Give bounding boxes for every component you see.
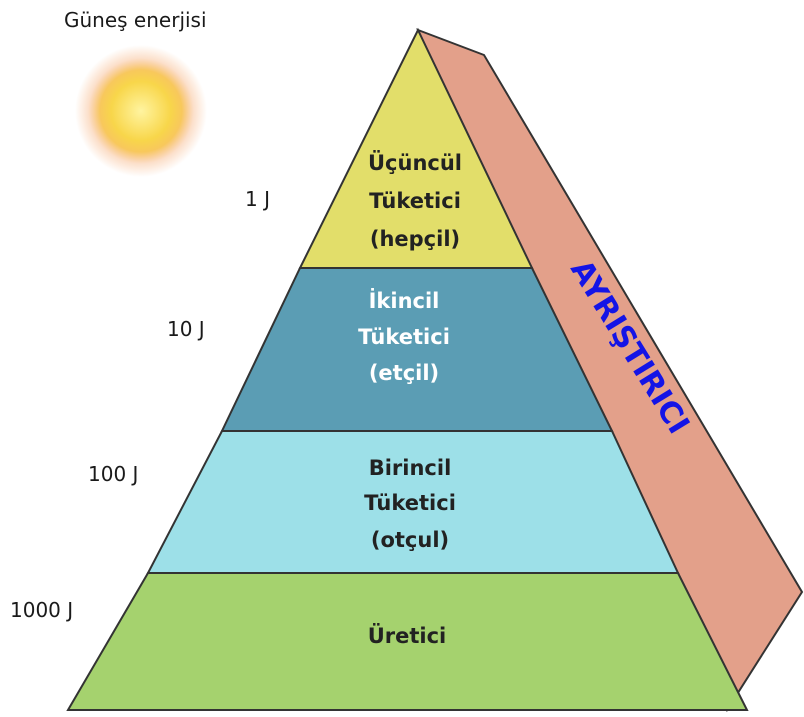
tertiary-line-3: (hepçil) <box>370 227 460 251</box>
primary-line-1: Birincil <box>369 456 452 480</box>
energy-label-primary: 100 J <box>88 462 138 486</box>
secondary-line-1: İkincil <box>369 288 440 313</box>
secondary-line-3: (etçil) <box>369 361 439 385</box>
tertiary-line-1: Üçüncül <box>368 150 462 175</box>
energy-label-producer: 1000 J <box>10 598 73 622</box>
primary-consumer-label: Birincil Tüketici (otçul) <box>364 456 456 552</box>
primary-line-2: Tüketici <box>364 491 456 515</box>
tertiary-consumer-label: Üçüncül Tüketici (hepçil) <box>368 150 462 251</box>
producer-label: Üretici <box>368 623 447 648</box>
producer-line-1: Üretici <box>368 623 447 648</box>
secondary-line-2: Tüketici <box>358 325 450 349</box>
sun-label: Güneş enerjisi <box>64 8 207 32</box>
energy-label-secondary: 10 J <box>167 317 205 341</box>
energy-label-tertiary: 1 J <box>245 187 270 211</box>
primary-line-3: (otçul) <box>371 528 449 552</box>
sun-icon <box>75 45 207 177</box>
level-tertiary-consumer <box>298 27 534 269</box>
secondary-consumer-label: İkincil Tüketici (etçil) <box>358 288 450 385</box>
tertiary-line-2: Tüketici <box>369 189 461 213</box>
